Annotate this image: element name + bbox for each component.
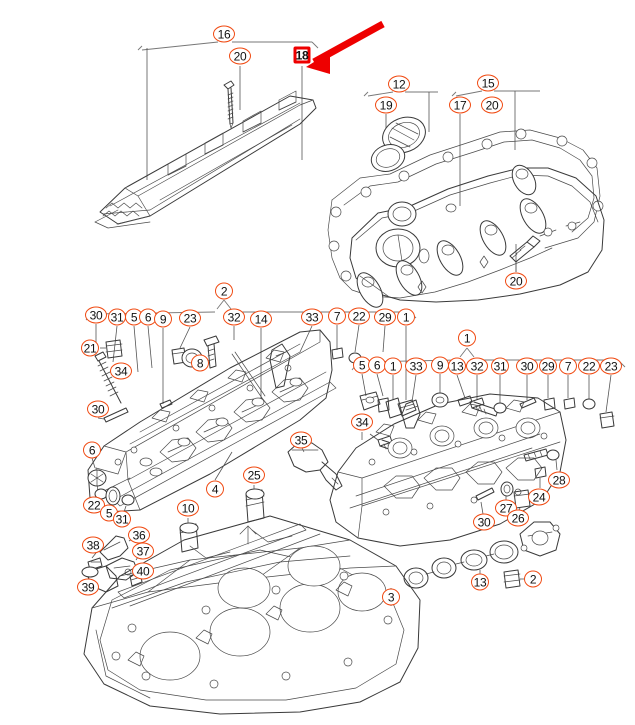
- callout-28[interactable]: 28: [548, 471, 570, 489]
- callout-13[interactable]: 13: [448, 357, 466, 375]
- callout-32[interactable]: 32: [223, 308, 245, 326]
- callout-40[interactable]: 40: [132, 562, 154, 580]
- callout-12[interactable]: 12: [388, 75, 410, 93]
- callout-26[interactable]: 26: [507, 509, 529, 527]
- annotation-arrow: [306, 20, 385, 74]
- oil-rail-strip: [117, 523, 321, 607]
- valve-cover-assembly: [327, 128, 605, 308]
- callout-9[interactable]: 9: [154, 310, 172, 328]
- callout-19[interactable]: 19: [375, 96, 397, 114]
- callout-20[interactable]: 20: [229, 47, 251, 65]
- callout-4[interactable]: 4: [206, 480, 224, 498]
- callout-34[interactable]: 34: [351, 413, 373, 431]
- callout-1[interactable]: 1: [458, 329, 476, 347]
- bolt-part-20-right: [509, 235, 541, 272]
- callout-31[interactable]: 31: [108, 308, 126, 326]
- bolt-part-20-left: [223, 80, 235, 129]
- camshaft-cover-part: [94, 90, 317, 229]
- callout-22[interactable]: 22: [578, 357, 600, 375]
- callout-7[interactable]: 7: [559, 357, 577, 375]
- callout-17[interactable]: 17: [449, 96, 471, 114]
- callout-20[interactable]: 20: [505, 272, 527, 290]
- callout-38[interactable]: 38: [82, 536, 104, 554]
- callout-37[interactable]: 37: [132, 542, 154, 560]
- callout-33[interactable]: 33: [301, 308, 323, 326]
- callout-32[interactable]: 32: [466, 357, 488, 375]
- callout-13[interactable]: 13: [471, 573, 489, 591]
- callout-24[interactable]: 24: [528, 488, 550, 506]
- callout-2[interactable]: 2: [215, 282, 233, 300]
- callout-16[interactable]: 16: [213, 25, 235, 43]
- callout-30[interactable]: 30: [87, 400, 109, 418]
- callout-10[interactable]: 10: [177, 499, 199, 517]
- callout-7[interactable]: 7: [328, 307, 346, 325]
- bracket-group-16: [137, 35, 319, 180]
- callout-20[interactable]: 20: [481, 96, 503, 114]
- cylinder-head-right-part-1: [329, 393, 567, 547]
- callout-34[interactable]: 34: [110, 362, 132, 380]
- oil-filler-cap-part-19: [370, 116, 426, 172]
- callout-9[interactable]: 9: [431, 356, 449, 374]
- callout-23[interactable]: 23: [600, 357, 622, 375]
- callout-6[interactable]: 6: [83, 441, 101, 459]
- head-gasket-strip-left: [113, 381, 337, 507]
- callout-31[interactable]: 31: [491, 357, 509, 375]
- callout-30[interactable]: 30: [473, 513, 495, 531]
- small-parts-right: [359, 391, 615, 589]
- callout-39[interactable]: 39: [77, 578, 99, 596]
- callout-30[interactable]: 30: [85, 306, 107, 324]
- callout-15[interactable]: 15: [477, 74, 499, 92]
- callout-30[interactable]: 30: [516, 357, 538, 375]
- callout-25[interactable]: 25: [243, 466, 265, 484]
- callout-3[interactable]: 3: [382, 588, 400, 606]
- engine-block-part-3: [83, 515, 421, 715]
- callout-1[interactable]: 1: [384, 357, 402, 375]
- callout-6[interactable]: 6: [368, 356, 386, 374]
- callout-1[interactable]: 1: [397, 308, 415, 326]
- callout-29[interactable]: 29: [374, 308, 396, 326]
- callout-14[interactable]: 14: [250, 310, 272, 328]
- callout-36[interactable]: 36: [128, 526, 150, 544]
- small-parts-left: [81, 335, 417, 593]
- callout-21[interactable]: 21: [81, 339, 99, 357]
- callout-29[interactable]: 29: [539, 357, 557, 375]
- callout-22[interactable]: 22: [348, 307, 370, 325]
- callout-23[interactable]: 23: [179, 309, 201, 327]
- callout-31[interactable]: 31: [113, 510, 131, 528]
- callout-18[interactable]: 18: [293, 46, 311, 64]
- callout-8[interactable]: 8: [191, 354, 209, 372]
- callout-33[interactable]: 33: [405, 357, 427, 375]
- callout-2[interactable]: 2: [524, 570, 542, 588]
- callout-35[interactable]: 35: [290, 431, 312, 449]
